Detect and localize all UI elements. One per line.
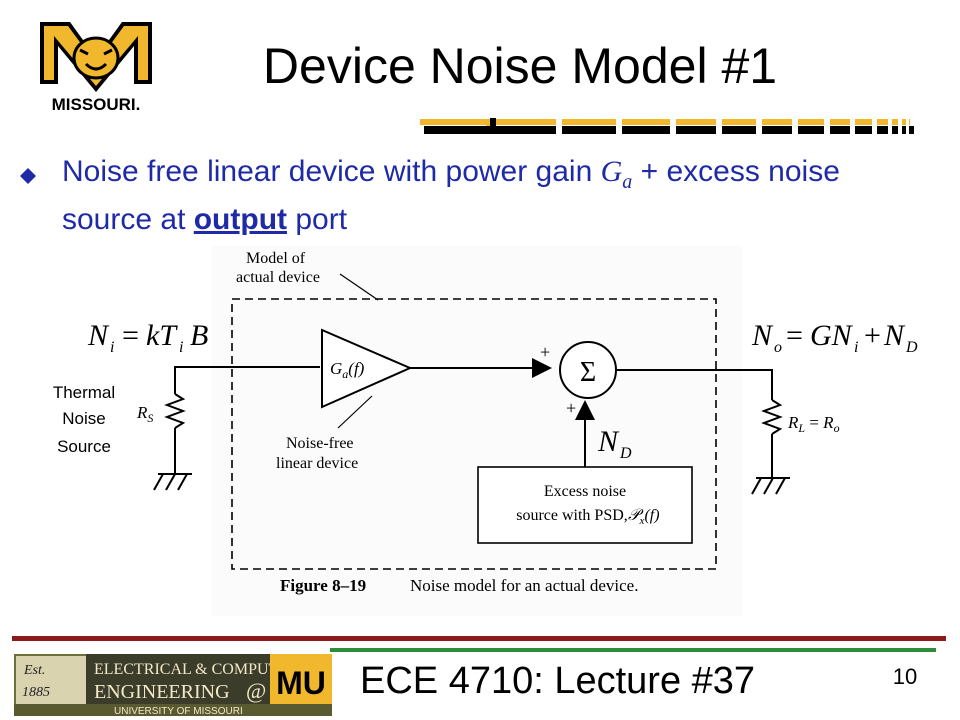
amp-label: Ga(f) [330,359,365,381]
svg-text:Est.: Est. [23,663,45,678]
svg-text:N: N [751,319,774,352]
svg-text:1885: 1885 [22,685,50,700]
diamond-bullet-icon [20,168,36,184]
svg-text:=: = [122,319,139,352]
logo-text: MISSOURI. [52,95,141,114]
thermal-label-line1: Thermal [53,383,115,402]
missouri-logo: MISSOURI. [38,22,154,114]
bullet-text-after: port [287,203,348,236]
title-rule [420,118,914,134]
svg-text:kT: kT [146,319,178,352]
svg-text:ELECTRICAL & COMPUTER: ELECTRICAL & COMPUTER [94,661,299,678]
caption-pointer [339,273,379,301]
excess-noise-box [477,466,693,544]
svg-text:@: @ [246,678,266,703]
source-resistor [153,366,320,491]
box-caption-line1: Model of [246,250,306,267]
svg-text:UNIVERSITY OF MISSOURI: UNIVERSITY OF MISSOURI [114,706,243,716]
svg-text:D: D [619,445,632,462]
page-title: Device Noise Model #1 [262,38,778,94]
svg-text:B: B [190,319,208,352]
svg-text:D: D [905,339,918,356]
svg-text:o: o [774,339,782,356]
svg-text:ENGINEERING: ENGINEERING [94,681,230,703]
svg-text:=: = [786,319,803,352]
svg-text:N: N [883,319,906,352]
bullet-text-before: Noise free linear device with power gain [62,155,601,188]
svg-text:i: i [854,339,858,356]
bullet-emphasis: output [193,203,288,236]
svg-text:N: N [597,425,620,458]
model-box [231,298,717,570]
svg-text:+: + [864,319,881,352]
figure-number: Figure 8–19 [280,576,366,595]
plus-top: + [540,342,550,362]
excess-line2: source with PSD, [516,507,628,524]
svg-text:GN: GN [810,319,854,352]
output-equation: N o = GN i + N D [751,319,918,356]
sum-symbol: Σ [580,357,596,388]
thermal-label-line3: Source [57,437,111,456]
noise-free-line2: linear device [276,455,358,472]
input-equation: N i = kT i B [87,319,208,356]
bullet-text-middle: + excess noise source at [62,155,840,236]
svg-text:i: i [110,339,114,356]
page-number: 10 [892,664,918,689]
figure-caption: Noise model for an actual device. [410,576,638,595]
noise-free-line1: Noise-free [286,435,354,452]
bullet-text: Noise free linear device with power gain… [62,153,932,239]
excess-line1: Excess noise [544,483,626,500]
nd-label: N D [597,425,632,462]
svg-text:N: N [87,319,110,352]
course-title: ECE 4710: Lecture #37 [360,660,756,702]
excess-psd: 𝒫x(f) [628,507,660,527]
svg-text:i: i [179,339,183,356]
figure-background [212,246,742,616]
noise-free-pointer [337,395,373,429]
ece-mu-logo: Est. 1885 ELECTRICAL & COMPUTER ENGINEER… [14,654,332,716]
load-resistor [616,369,790,495]
box-caption-line2: actual device [236,269,320,286]
amplifier-triangle [321,328,413,409]
thermal-label-line2: Noise [62,409,105,428]
gain-symbol: Ga [600,155,633,193]
plus-bottom: + [566,398,576,418]
svg-text:MU: MU [276,665,326,701]
